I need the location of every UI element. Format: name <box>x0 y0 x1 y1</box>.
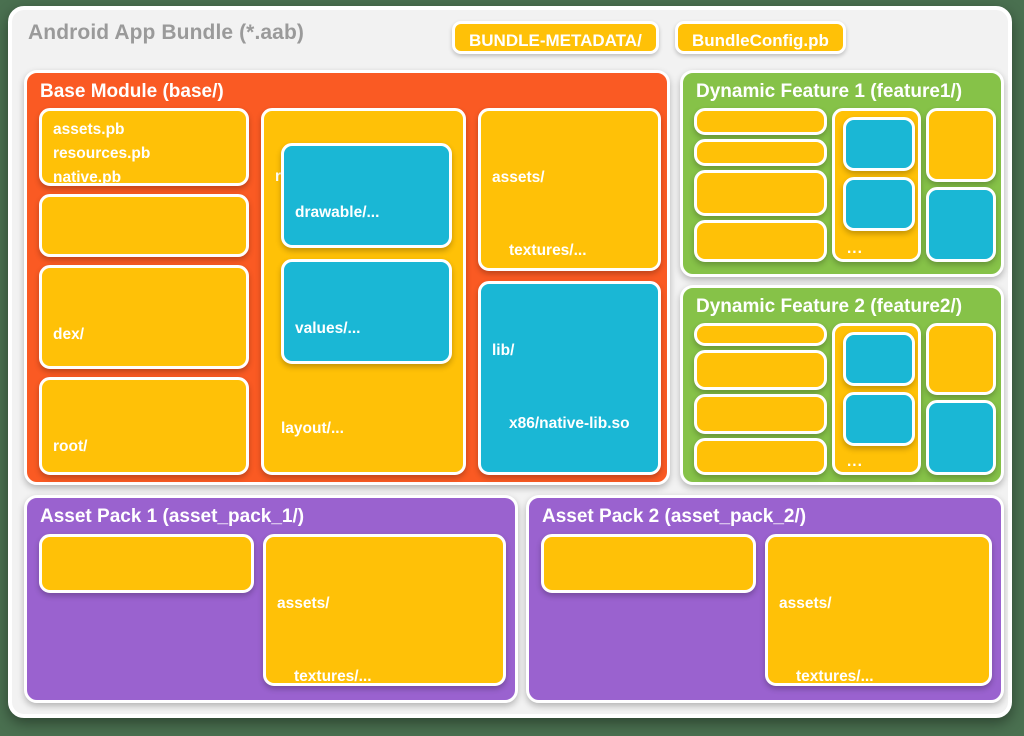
base-res-tail-line-0: layout/... <box>281 420 344 438</box>
feature2-res-variant-box-1 <box>843 332 915 386</box>
base-manifest-box: manifest/ AndroidManifest.xml <box>39 194 249 257</box>
asset-pack-2-assets-line-1: textures/... <box>796 667 874 685</box>
asset-pack-1-assets-box: assets/ textures/... sounds/... material… <box>263 534 506 686</box>
base-res-values-line-0: values/... <box>295 320 361 338</box>
asset-pack-1-panel: Asset Pack 1 (asset_pack_1/) manifest/ A… <box>24 495 518 703</box>
asset-pack-1-assets-line-1: textures/... <box>294 667 372 685</box>
feature2-file-box-1 <box>694 323 827 346</box>
base-res-box: res/ drawable/... drawable-hdpi/... draw… <box>261 108 466 475</box>
dynamic-feature-1-panel: Dynamic Feature 1 (feature1/) ... <box>680 70 1004 277</box>
dynamic-feature-1-title: Dynamic Feature 1 (feature1/) <box>696 81 963 102</box>
feature2-file-box-3 <box>694 394 827 434</box>
feature2-assets-box <box>926 323 996 395</box>
asset-pack-2-manifest-box: manifest/ AndroidManifest.xml <box>541 534 756 593</box>
android-app-bundle-card: Android App Bundle (*.aab) BUNDLE-METADA… <box>8 6 1012 718</box>
feature2-lib-box <box>926 400 996 475</box>
base-lib-box: lib/ x86/native-lib.so x86_64/... armeab… <box>478 281 661 475</box>
base-proto-files-text: assets.pb resources.pb native.pb <box>53 121 151 186</box>
feature2-res-ellipsis: ... <box>847 453 863 470</box>
feature2-res-box: ... <box>832 323 921 475</box>
asset-pack-2-assets-line-0: assets/ <box>779 595 832 613</box>
page-title: Android App Bundle (*.aab) <box>28 21 304 44</box>
feature1-lib-box <box>926 187 996 262</box>
asset-pack-1-assets-line-0: assets/ <box>277 595 330 613</box>
base-root-box: root/ com/... ... <box>39 377 249 475</box>
base-lib-line-1: x86/native-lib.so <box>509 414 630 432</box>
feature1-file-box-1 <box>694 108 827 135</box>
base-res-drawable-line-0: drawable/... <box>295 204 380 222</box>
asset-pack-2-manifest-line-0: manifest/ <box>555 592 743 593</box>
base-res-drawable-box: drawable/... drawable-hdpi/... drawable-… <box>281 143 452 248</box>
chip-bundle-config[interactable]: BundleConfig.pb <box>675 21 846 54</box>
base-root-line-0: root/ <box>53 438 88 456</box>
base-dex-line-0: dex/ <box>53 326 85 344</box>
base-proto-files-box: assets.pb resources.pb native.pb <box>39 108 249 186</box>
chip-bundle-metadata[interactable]: BUNDLE-METADATA/ <box>452 21 659 54</box>
base-module-panel: Base Module (base/) assets.pb resources.… <box>24 70 670 485</box>
feature2-file-box-4 <box>694 438 827 475</box>
feature1-file-box-2 <box>694 139 827 166</box>
bundle-header: Android App Bundle (*.aab) BUNDLE-METADA… <box>12 10 1008 62</box>
feature1-res-variant-box-1 <box>843 117 915 171</box>
asset-pack-2-assets-box: assets/ textures/... sounds/... material… <box>765 534 992 686</box>
asset-pack-2-panel: Asset Pack 2 (asset_pack_2/) manifest/ A… <box>526 495 1004 703</box>
dynamic-feature-2-panel: Dynamic Feature 2 (feature2/) ... <box>680 285 1004 485</box>
base-lib-line-0: lib/ <box>492 342 515 360</box>
base-dex-box: dex/ classes.dex classes2.dex ... <box>39 265 249 369</box>
feature1-file-box-3 <box>694 170 827 216</box>
feature2-file-box-2 <box>694 350 827 390</box>
base-assets-line-1: textures/... <box>509 241 587 259</box>
feature2-res-variant-box-2 <box>843 392 915 446</box>
feature1-file-box-4 <box>694 220 827 262</box>
asset-pack-1-title: Asset Pack 1 (asset_pack_1/) <box>40 506 305 527</box>
base-assets-box: assets/ textures/... sounds/... material… <box>478 108 661 271</box>
asset-pack-1-manifest-line-0: manifest/ <box>53 592 241 593</box>
base-assets-line-0: assets/ <box>492 169 545 187</box>
dynamic-feature-2-title: Dynamic Feature 2 (feature2/) <box>696 296 963 317</box>
base-module-title: Base Module (base/) <box>40 81 224 102</box>
feature1-res-variant-box-2 <box>843 177 915 231</box>
base-manifest-line-0: manifest/ <box>53 252 236 254</box>
asset-pack-1-manifest-box: manifest/ AndroidManifest.xml <box>39 534 254 593</box>
feature1-res-ellipsis: ... <box>847 240 863 257</box>
feature1-assets-box <box>926 108 996 182</box>
base-res-values-box: values/... values-en/... values-fr/... .… <box>281 259 452 364</box>
asset-pack-2-title: Asset Pack 2 (asset_pack_2/) <box>542 506 807 527</box>
feature1-res-box: ... <box>832 108 921 262</box>
